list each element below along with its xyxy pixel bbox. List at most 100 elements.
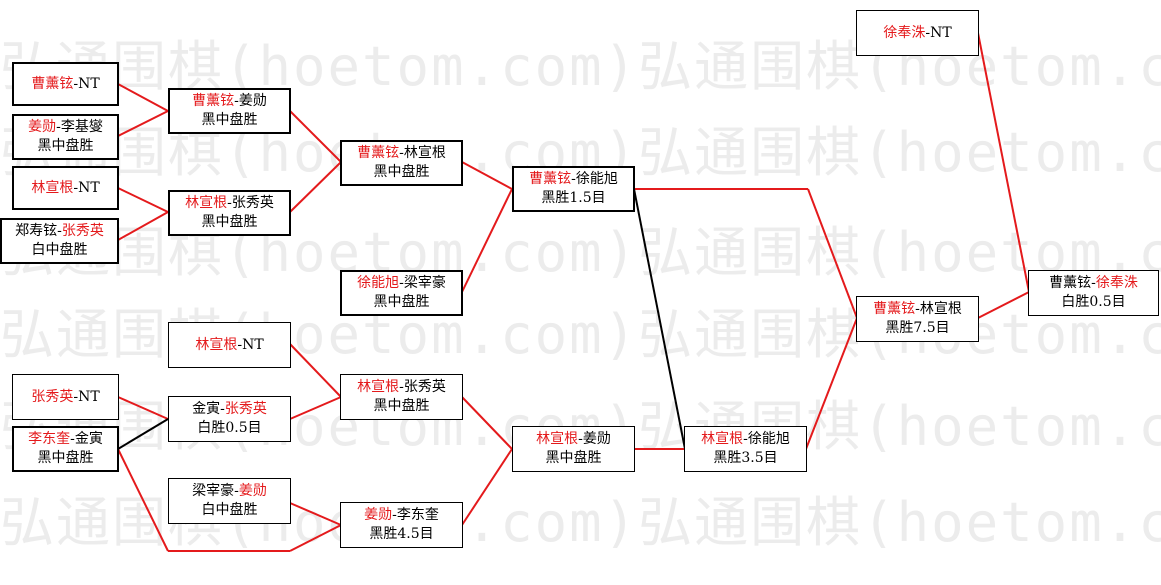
connector [289,343,342,398]
match-result: 黑胜3.5目 [713,450,778,466]
player-one: 徐奉洙 [883,24,926,41]
connector [289,396,342,420]
separator: - [399,275,404,291]
separator: - [237,336,243,353]
player-two: NT [78,75,100,92]
match-result: 黑胜1.5目 [541,190,606,206]
separator: - [57,223,62,239]
match-box: 曹薰铉-NT [12,62,119,106]
connector [977,32,1030,293]
connector [805,317,858,450]
match-result: 黑胜4.5目 [369,526,434,542]
separator: - [234,93,239,109]
match-result: 白胜0.5目 [197,420,262,436]
player-two: 金寅 [74,431,103,447]
match-result: 黑中盘胜 [545,450,602,466]
player-one: 林宣根 [536,431,579,447]
player-one: 曹薰铉 [357,145,400,161]
connector [461,188,513,293]
player-one: 金寅 [192,401,221,417]
player-two: 梁宰豪 [403,275,446,291]
player-two: 林宣根 [403,145,446,161]
player-two: 姜勋 [238,93,267,109]
separator: - [73,388,79,405]
player-two: NT [930,24,952,41]
match-box: 李东奎-金寅黑中盘胜 [12,426,119,472]
player-two: NT [78,388,100,405]
separator: - [220,401,225,417]
match-box: 曹薰铉-林宣根黑中盘胜 [340,140,463,186]
separator: - [915,301,920,317]
connector [977,291,1030,319]
connector [461,448,513,526]
separator: - [73,179,79,196]
match-box: 林宣根-张秀英黑中盘胜 [168,190,291,236]
connector [117,418,169,450]
connector [289,524,342,552]
separator: - [925,24,931,41]
separator: - [234,483,239,499]
player-two: 徐奉洙 [1095,275,1138,291]
match-box: 曹薰铉-姜勋黑中盘胜 [168,88,291,134]
player-one: 林宣根 [185,195,228,211]
separator: - [571,171,576,187]
match-box: 曹薰铉-徐奉洙白胜0.5目 [1028,270,1159,316]
player-two: 张秀英 [61,223,104,239]
player-two: 姜勋 [582,431,611,447]
player-one: 曹薰铉 [529,171,572,187]
connector [117,448,169,552]
match-result: 黑中盘胜 [37,138,94,154]
separator: - [399,145,404,161]
match-result: 黑中盘胜 [37,450,94,466]
match-box: 徐能旭-梁宰豪黑中盘胜 [340,270,463,316]
match-result: 黑中盘胜 [373,294,430,310]
connector [461,161,513,190]
player-two: 徐能旭 [575,171,618,187]
player-one: 曹薰铉 [192,93,235,109]
connector [289,110,342,163]
player-one: 曹薰铉 [31,75,74,92]
match-result: 黑胜7.5目 [885,320,950,336]
match-result: 黑中盘胜 [201,112,258,128]
player-one: 姜勋 [28,119,57,135]
separator: - [73,75,79,92]
match-box: 曹薰铉-徐能旭黑胜1.5目 [512,166,635,212]
player-two: 李东奎 [396,507,439,523]
connector [289,161,342,213]
separator: - [578,431,583,447]
match-result: 白中盘胜 [201,502,258,518]
connector [289,502,342,526]
player-two: NT [242,336,264,353]
match-box: 金寅-张秀英白胜0.5目 [168,396,291,442]
match-box: 林宣根-张秀英黑中盘胜 [340,374,463,420]
player-one: 姜勋 [364,507,393,523]
match-box: 姜勋-李基燮黑中盘胜 [12,114,119,160]
separator: - [1091,275,1096,291]
separator: - [743,431,748,447]
player-one: 林宣根 [357,379,400,395]
player-one: 梁宰豪 [192,483,235,499]
separator: - [70,431,75,447]
connector [117,83,169,112]
match-box: 张秀英-NT [12,374,119,420]
player-one: 林宣根 [31,179,74,196]
connector [461,396,513,450]
player-one: 李东奎 [28,431,71,447]
connector [117,211,169,241]
match-result: 黑中盘胜 [201,214,258,230]
player-one: 曹薰铉 [1049,275,1092,291]
match-box: 梁宰豪-姜勋白中盘胜 [168,478,291,524]
player-two: NT [78,179,100,196]
player-one: 林宣根 [701,431,744,447]
player-two: 徐能旭 [747,431,790,447]
connector [807,188,858,319]
match-box: 徐奉洙-NT [856,10,979,56]
player-one: 林宣根 [195,336,238,353]
separator: - [56,119,61,135]
match-box: 曹薰铉-林宣根黑胜7.5目 [856,296,979,342]
match-box: 郑寿铉-张秀英白中盘胜 [0,218,119,264]
player-two: 林宣根 [919,301,962,317]
separator: - [399,379,404,395]
connector [633,188,686,450]
